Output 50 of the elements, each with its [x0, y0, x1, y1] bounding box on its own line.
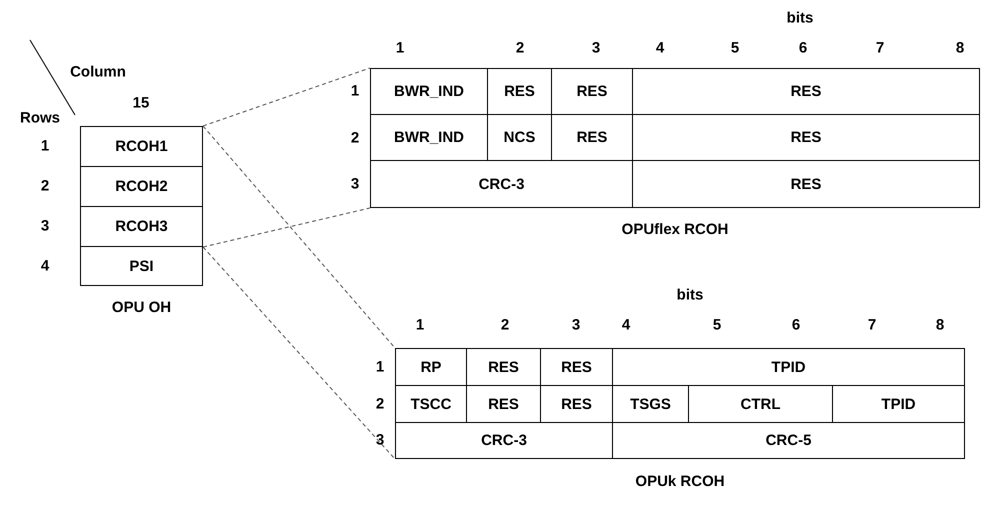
- index-number: 7: [868, 316, 876, 334]
- field-cell: BWR_IND: [370, 68, 488, 115]
- field-cell: PSI: [80, 246, 203, 286]
- field-cell: RCOH1: [80, 126, 203, 167]
- index-number: 2: [350, 130, 360, 146]
- index-number: 3: [572, 316, 580, 334]
- index-number: 4: [656, 40, 664, 56]
- index-number: 6: [798, 40, 808, 56]
- field-cell: CRC-3: [395, 422, 613, 459]
- index-number: 8: [936, 316, 944, 334]
- index-number: 5: [712, 316, 722, 334]
- table-caption: OPUflex RCOH: [620, 221, 730, 238]
- index-number: 3: [40, 218, 50, 234]
- zoom-line: [202, 208, 370, 248]
- field-cell: RES: [632, 68, 980, 115]
- table-caption: OPU OH: [110, 299, 172, 316]
- index-number: 5: [730, 40, 740, 56]
- index-number: 4: [40, 258, 50, 274]
- axis-label: Column: [70, 64, 126, 80]
- field-cell: TPID: [612, 348, 965, 386]
- field-cell: RCOH3: [80, 206, 203, 247]
- index-number: 3: [376, 432, 384, 448]
- index-number: 1: [350, 82, 360, 100]
- index-number: 7: [876, 40, 884, 56]
- index-number: 3: [592, 40, 600, 56]
- field-cell: RP: [395, 348, 467, 386]
- index-number: 2: [516, 40, 524, 56]
- index-number: 1: [40, 138, 50, 154]
- zoom-line: [202, 126, 396, 348]
- index-number: 1: [396, 40, 404, 56]
- index-number: 15: [132, 94, 150, 112]
- axis-label: bits: [786, 10, 814, 26]
- zoom-line: [202, 68, 370, 126]
- table-caption: OPUk RCOH: [634, 473, 726, 490]
- field-cell: RES: [632, 160, 980, 208]
- axis-label: bits: [676, 286, 704, 304]
- zoom-line: [202, 246, 396, 460]
- index-number: 3: [350, 176, 360, 192]
- axis-label: Rows: [20, 110, 60, 126]
- index-number: 2: [40, 178, 50, 194]
- field-cell: RCOH2: [80, 166, 203, 207]
- index-number: 6: [792, 316, 800, 334]
- index-number: 1: [376, 358, 384, 376]
- index-number: 2: [376, 396, 384, 412]
- index-number: 1: [416, 316, 424, 334]
- field-cell: CRC-3: [370, 160, 633, 208]
- field-cell: CRC-5: [612, 422, 965, 459]
- index-number: 8: [956, 40, 964, 56]
- index-number: 2: [500, 316, 510, 334]
- index-number: 4: [622, 316, 630, 334]
